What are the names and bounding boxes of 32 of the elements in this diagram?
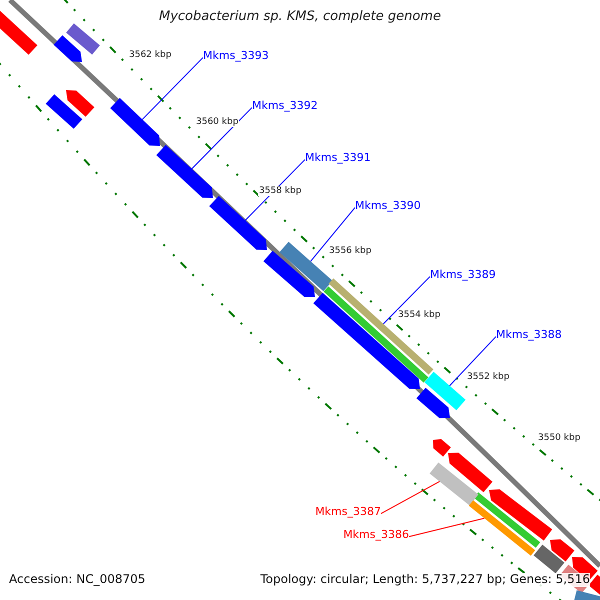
gene-name: Mkms_3390 xyxy=(355,200,421,213)
leader-line xyxy=(380,480,440,514)
title: Mycobacterium sp. KMS, complete genome xyxy=(158,10,442,25)
scale-label: 3558 kbp xyxy=(258,186,302,196)
scale-label: 3550 kbp xyxy=(537,433,582,444)
leader-line xyxy=(244,159,306,221)
scale-label: 3552 kbp xyxy=(466,372,510,382)
scale-label: 3560 kbp xyxy=(195,117,240,128)
gene-name: Mkms_3392 xyxy=(252,100,318,113)
scale-label: 3554 kbp xyxy=(397,310,442,320)
gene-name: Mkms_3388 xyxy=(496,329,562,342)
gene-feature xyxy=(468,500,536,556)
gene-name: Mkms_3393 xyxy=(203,50,269,63)
leader-line xyxy=(382,276,430,324)
gene-feature xyxy=(209,196,267,250)
accession-text: Accession: NC_008705 xyxy=(9,573,146,587)
leader-line xyxy=(191,107,252,170)
gene-feature xyxy=(430,462,478,506)
leader-line xyxy=(449,336,496,386)
gene-name: Mkms_3387 xyxy=(315,506,381,519)
scale-label: 3562 kbp xyxy=(128,50,172,60)
leader-line xyxy=(142,57,204,120)
leader-line xyxy=(310,207,356,262)
gene-feature xyxy=(156,144,213,198)
gene-name: Mkms_3386 xyxy=(343,529,409,542)
gene-name: Mkms_3389 xyxy=(430,269,496,282)
scale-label: 3556 kbp xyxy=(328,246,372,256)
genome-stats-text: Topology: circular; Length: 5,737,227 bp; Genes: 5,516 xyxy=(260,573,590,587)
gene-feature xyxy=(110,98,160,146)
gene-name: Mkms_3391 xyxy=(305,152,371,165)
leader-line xyxy=(408,518,485,538)
gene-feature xyxy=(424,372,466,410)
